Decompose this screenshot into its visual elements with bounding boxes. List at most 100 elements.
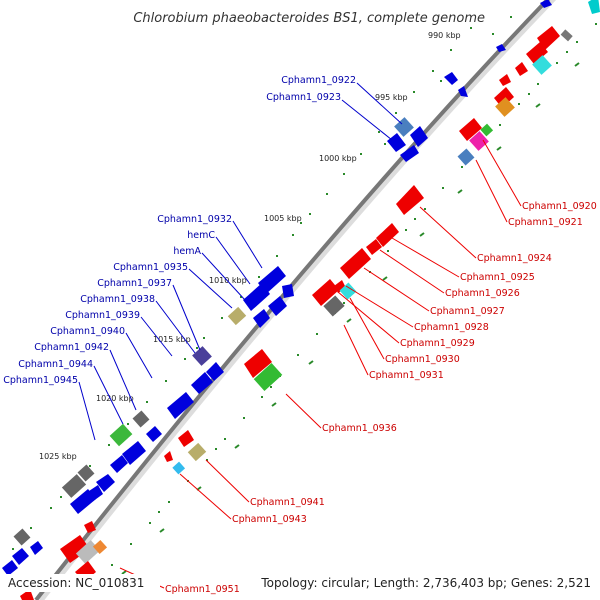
gene-label-left: Cphamn1_0937 [97, 278, 172, 289]
gene-arrow [537, 26, 560, 50]
leader-line [349, 297, 385, 360]
gene-label-left: Cphamn1_0922 [281, 75, 356, 86]
gene-arrow [400, 145, 419, 162]
leader-line [155, 300, 196, 354]
gene-arrow [178, 430, 194, 447]
tick-label: 1025 kbp [39, 452, 77, 461]
scale-ticks: 990 kbp 995 kbp 1000 kbp 1005 kbp 1010 k… [39, 31, 461, 461]
tick-label: 990 kbp [428, 31, 461, 40]
gene-arrow [96, 474, 115, 492]
tick-label: 1020 kbp [96, 394, 134, 403]
leader-line [419, 206, 477, 259]
gene-arrow [132, 410, 150, 428]
gene-arrow [191, 372, 213, 394]
tick-label: 1010 kbp [209, 276, 247, 285]
forward-gene-labels: Cphamn1_0922 Cphamn1_0923 Cphamn1_0932 h… [3, 75, 403, 441]
gene-arrow [258, 266, 286, 294]
gene-arrow [323, 295, 345, 317]
gene-arrow [268, 296, 287, 316]
gene-label-left: Cphamn1_0939 [65, 310, 140, 321]
gene-arrow [2, 560, 18, 576]
gene-arrow [526, 42, 548, 64]
gene-arrow [61, 474, 87, 498]
gene-label-left: Cphamn1_0945 [3, 375, 78, 386]
backbone-shadow [37, 0, 557, 600]
gene-label-right: Cphamn1_0929 [400, 338, 475, 349]
gene-label-left: Cphamn1_0940 [50, 326, 125, 337]
gene-arrow [192, 346, 212, 366]
leader-line [188, 268, 233, 309]
gene-label-left: hemA [173, 246, 201, 257]
gene-arrow [496, 44, 506, 52]
leader-line [93, 365, 124, 425]
tick-label: 1000 kbp [319, 154, 357, 163]
tick-label: 1005 kbp [264, 214, 302, 223]
gene-arrow [469, 131, 489, 151]
gene-label-right: Cphamn1_0920 [522, 201, 597, 212]
gene-label-left: Cphamn1_0935 [113, 262, 188, 273]
gene-label-right: Cphamn1_0921 [508, 217, 583, 228]
leader-line [78, 381, 96, 441]
gene-arrow [164, 451, 173, 462]
gene-arrow [253, 309, 270, 328]
genome-summary-text: Topology: circular; Length: 2,736,403 bp… [260, 576, 591, 590]
gene-arrow [70, 489, 96, 514]
footer-accession-bg [4, 574, 160, 592]
gene-arrow [253, 363, 283, 391]
gene-arrow [12, 548, 29, 565]
gene-label-left: Cphamn1_0938 [80, 294, 155, 305]
gene-arrow [387, 133, 406, 152]
gene-arrow [480, 123, 494, 137]
gc-dashes [121, 62, 580, 575]
gene-arrow [13, 528, 31, 546]
gene-arrow [172, 461, 186, 475]
gene-arrow [540, 0, 552, 8]
gene-arrow [494, 87, 514, 108]
gene-arrow [227, 306, 247, 326]
gene-arrow [122, 441, 146, 465]
gene-arrow [110, 455, 128, 473]
leader-line [232, 220, 263, 269]
gene-arrow [167, 392, 194, 419]
gene-arrow [243, 283, 270, 311]
leader-line [341, 99, 393, 141]
gene-arrow [376, 223, 399, 247]
gene-arrow [515, 62, 528, 76]
gene-label-right: Cphamn1_0941 [250, 497, 325, 508]
gene-label-left: Cphamn1_0923 [266, 92, 341, 103]
map-title: Chlorobium phaeobacteroides BS1, complet… [133, 11, 485, 26]
leader-line [109, 349, 137, 411]
forward-strand-genes [2, 0, 552, 576]
gc-track-inner [92, 23, 597, 587]
gene-label-right: Cphamn1_0925 [460, 272, 535, 283]
gene-arrow [84, 521, 96, 533]
gene-arrow [495, 97, 515, 117]
gene-arrow [339, 282, 357, 300]
leader-line [285, 393, 322, 429]
leader-line [343, 324, 369, 376]
gene-label-right: Cphamn1_0936 [322, 423, 397, 434]
gene-label-left: Cphamn1_0944 [18, 359, 93, 370]
gene-arrow [459, 118, 482, 141]
gene-arrow [30, 541, 43, 555]
leader-line [337, 291, 400, 344]
leader-line [475, 159, 508, 223]
gene-arrow [312, 279, 339, 306]
gene-label-right: Cphamn1_0951 [165, 584, 240, 595]
gene-arrow [410, 126, 428, 147]
gene-label-left: Cphamn1_0942 [34, 342, 109, 353]
gene-arrow [60, 535, 90, 563]
gene-arrow [187, 442, 207, 462]
gene-arrow [146, 426, 162, 442]
tick-label: 1015 kbp [153, 335, 191, 344]
gene-label-left: hemC [187, 230, 215, 241]
footer-summary-bg [258, 574, 596, 592]
genome-backbone [34, 0, 550, 600]
leader-line [356, 82, 403, 125]
leader-line [140, 316, 173, 357]
gene-arrow [588, 0, 600, 14]
gene-arrow [109, 423, 133, 447]
reverse-gene-labels: Cphamn1_0920 Cphamn1_0921 Cphamn1_0924 C… [119, 139, 597, 595]
gene-arrow [77, 464, 95, 482]
